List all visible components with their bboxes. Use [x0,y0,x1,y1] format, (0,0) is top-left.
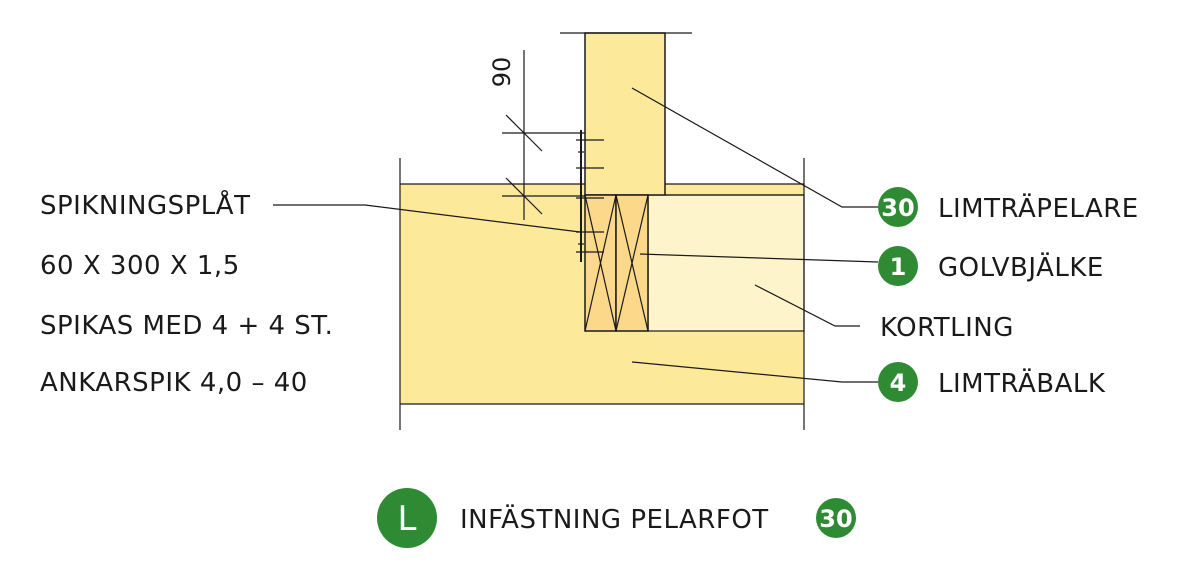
dimension-label: 90 [488,57,516,88]
leader-lines [273,87,879,383]
badge-floor-joist [878,246,918,286]
badge-floor-joist-text: 1 [890,253,907,281]
label-column: LIMTRÄPELARE [938,192,1139,224]
plate-line-2: 60 X 300 X 1,5 [40,251,240,281]
callout-blocking: KORTLING [880,313,1014,343]
blocking [647,194,805,332]
label-floor-joist: GOLVBJÄLKE [938,251,1104,283]
plate-line-4: ANKARSPIK 4,0 – 40 [40,368,308,398]
callout-floor-joist: 1 GOLVBJÄLKE [878,246,1104,286]
badge-beam [878,362,918,402]
callout-beam: 4 LIMTRÄBALK [878,362,1106,402]
caption-title: INFÄSTNING PELARFOT [460,503,769,535]
caption-badge-text: L [398,499,417,539]
badge-beam-text: 4 [890,369,907,397]
glulam-column [584,32,666,196]
plate-line-1: SPIKNINGSPLÅT [40,189,250,221]
caption-ref-badge-text: 30 [819,505,852,533]
beam-outline [399,158,805,430]
floor-joists [584,194,649,332]
caption-badge [377,488,437,548]
badge-column [878,187,918,227]
badge-column-text: 30 [881,194,914,222]
callout-column: 30 LIMTRÄPELARE [878,187,1139,227]
label-beam: LIMTRÄBALK [938,367,1106,399]
caption: L INFÄSTNING PELARFOT 30 [377,488,856,548]
dimension-lines [502,50,585,220]
caption-ref-badge [816,498,856,538]
plate-line-3: SPIKAS MED 4 + 4 ST. [40,311,333,341]
nailing-plate-spec: SPIKNINGSPLÅT 60 X 300 X 1,5 SPIKAS MED … [40,189,333,398]
label-blocking: KORTLING [880,313,1014,343]
